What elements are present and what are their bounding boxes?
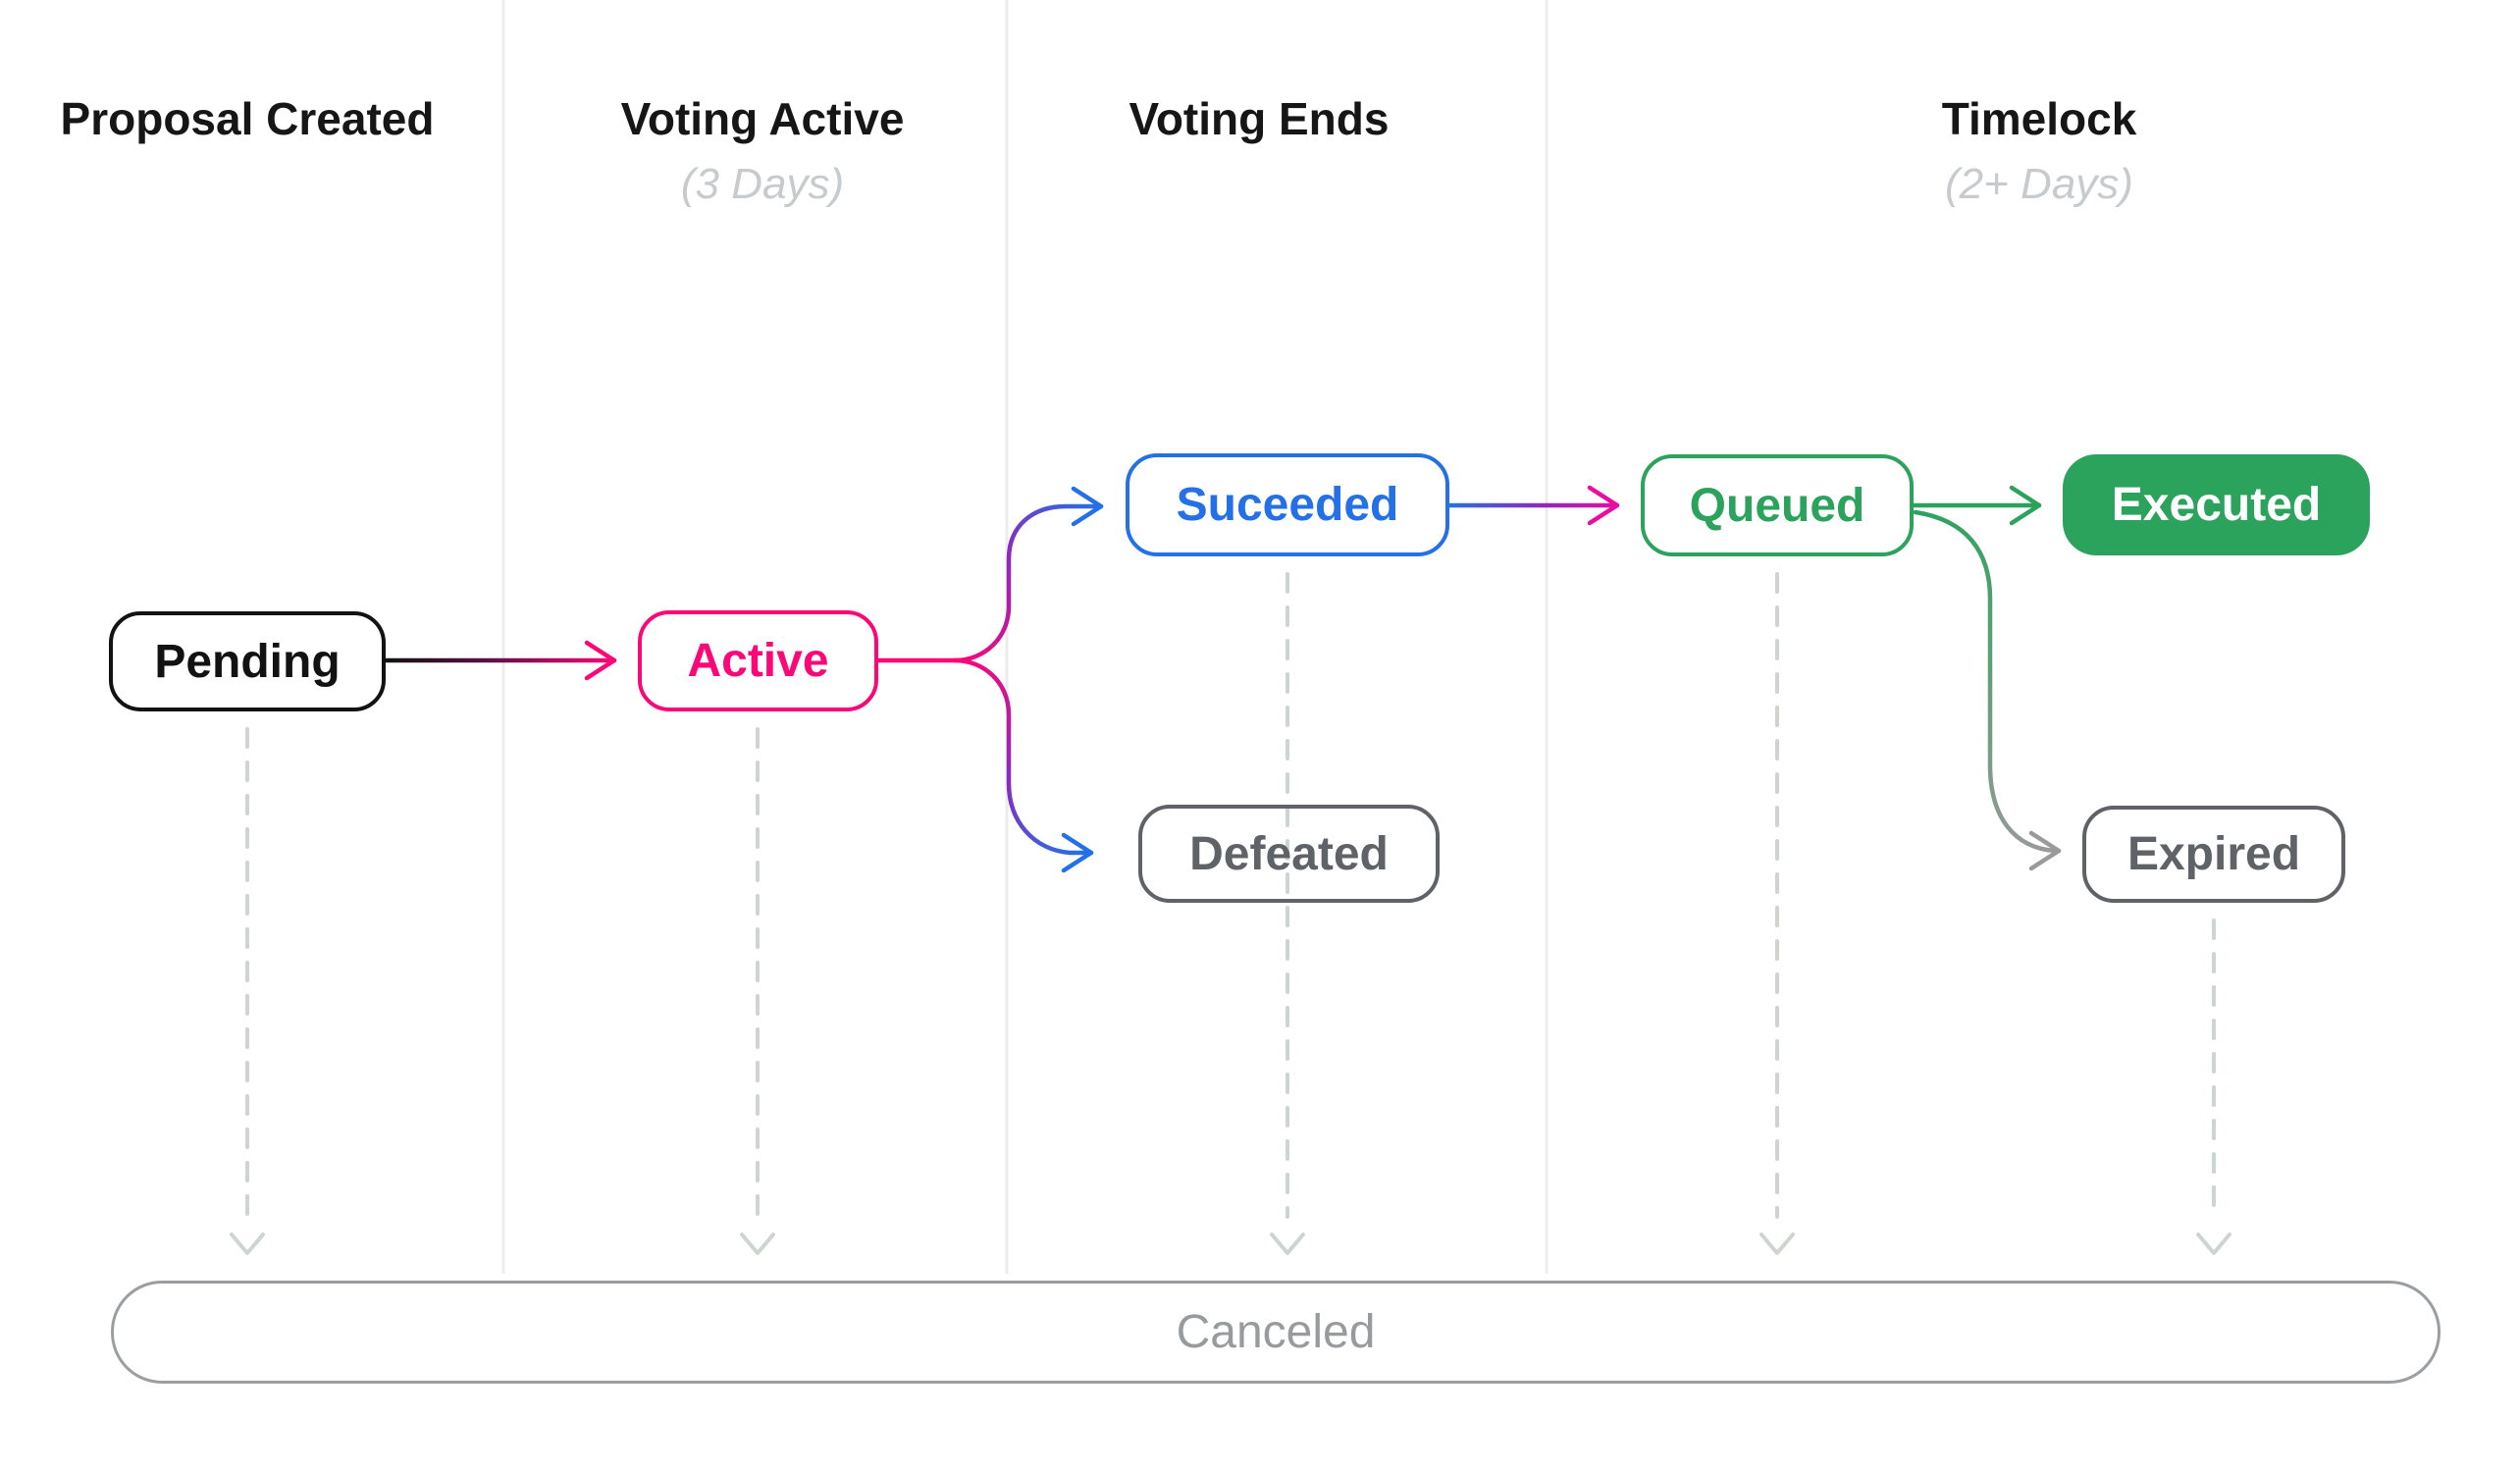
column-title: Timelock — [1941, 93, 2137, 144]
chevron-down-icon — [1270, 1233, 1305, 1255]
state-transition-arrows — [384, 485, 2062, 873]
node-executed-label: Executed — [2111, 479, 2322, 531]
node-canceled-label: Canceled — [1176, 1306, 1376, 1358]
chevron-down-icon — [2196, 1233, 2231, 1255]
node-pending-label: Pending — [154, 635, 341, 688]
node-expired: Expired — [2082, 806, 2345, 903]
node-defeated: Defeated — [1138, 805, 1440, 903]
column-subtitle: (3 Days) — [680, 159, 845, 208]
node-defeated-label: Defeated — [1189, 827, 1389, 880]
node-expired-label: Expired — [2126, 828, 2301, 880]
arrow-queued-to-expired — [1913, 509, 2062, 854]
dashed-drop-lines — [230, 572, 2231, 1255]
column-title: Proposal Created — [60, 93, 435, 144]
column-header-timelock: Timelock (2+ Days) — [1745, 94, 2334, 209]
chevron-down-icon — [1759, 1233, 1795, 1255]
node-active: Active — [638, 610, 878, 711]
node-pending: Pending — [109, 611, 386, 711]
node-queued-label: Queued — [1689, 479, 1865, 532]
arrowhead-right-icon — [2028, 830, 2062, 871]
arrow-active-to-succeeded — [952, 503, 1104, 663]
column-subtitle: (2+ Days) — [1945, 159, 2133, 208]
node-succeeded: Suceeded — [1126, 453, 1449, 556]
arrowhead-right-icon — [584, 640, 617, 681]
column-title: Voting Active — [620, 93, 905, 144]
column-title: Voting Ends — [1129, 93, 1390, 144]
node-active-label: Active — [687, 635, 829, 687]
column-dividers — [501, 0, 1549, 1274]
chevron-down-icon — [230, 1233, 265, 1255]
arrowhead-right-icon — [1071, 486, 1104, 527]
arrowhead-right-icon — [2009, 485, 2042, 526]
node-queued: Queued — [1641, 454, 1914, 556]
node-executed: Executed — [2063, 454, 2370, 555]
arrow-active-to-defeated — [952, 657, 1094, 856]
chevron-down-icon — [740, 1233, 775, 1255]
arrowhead-right-icon — [1061, 832, 1094, 873]
column-header-voting-active: Voting Active (3 Days) — [468, 94, 1057, 209]
column-header-voting-ends: Voting Ends — [965, 94, 1553, 144]
node-succeeded-label: Suceeded — [1176, 479, 1399, 531]
node-canceled: Canceled — [111, 1281, 2441, 1384]
column-header-proposal-created: Proposal Created — [0, 94, 542, 144]
arrowhead-right-icon — [1587, 485, 1620, 526]
